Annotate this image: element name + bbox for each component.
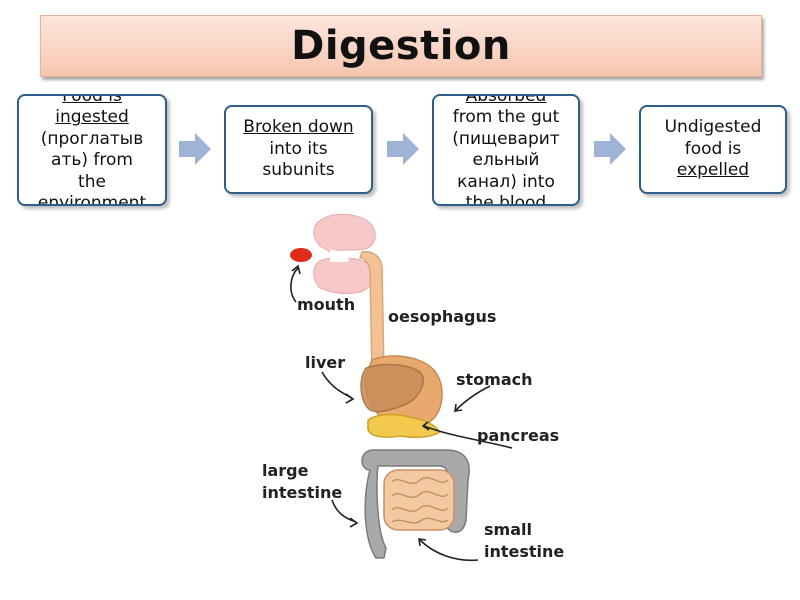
step-line: the [78,171,106,192]
step-ingestion-box: Food is ingested (проглатыв ать) from th… [17,94,167,206]
step-line: ать) from [51,150,133,170]
small-intestine-line: intestine [484,542,565,561]
step-line: Undigested [664,117,762,138]
step-egestion-box: Undigested food is expelled [639,105,787,194]
step-line: (пищеварит [452,128,560,149]
step-line: ingested [55,107,129,127]
right-arrow-icon [387,133,419,165]
small-intestine-label: small intestine [484,519,564,563]
step-line: ельный [472,150,540,170]
step-line: (проглатыв [40,128,144,149]
step-line: expelled [676,160,750,181]
oesophagus-label: oesophagus [388,307,497,326]
small-intestine-line: small [484,520,532,539]
mouth-illustration [290,213,376,295]
step-line: subunits [262,160,335,181]
liver-illustration [360,363,424,413]
step-line: Food is [62,94,122,106]
pancreas-label: pancreas [477,426,560,445]
step-line: the blood [465,193,547,206]
large-intestine-label: large intestine [262,460,342,504]
right-arrow-icon [594,133,626,165]
small-intestine-illustration [383,469,455,531]
large-intestine-line: large [262,461,309,480]
liver-label: liver [305,353,346,372]
step-line: food is [684,138,742,159]
step-line: environment [37,193,147,206]
title-banner: Digestion [40,15,762,77]
mouth-label: mouth [297,295,356,314]
step-absorption-box: Absorbed from the gut (пищеварит ельный … [432,94,580,206]
step-line: канал) into [457,171,555,192]
label-pointers [290,264,513,562]
step-line: Broken down [243,117,354,138]
step-digestion-box: Broken down into its subunits [224,105,373,194]
stomach-label: stomach [456,370,533,389]
large-intestine-line: intestine [262,483,343,502]
step-line: Absorbed [465,94,547,106]
step-line: from the gut [452,107,560,127]
right-arrow-icon [179,133,211,165]
step-line: into its [269,138,328,159]
page-title: Digestion [291,23,511,69]
tongue-icon [290,248,312,262]
